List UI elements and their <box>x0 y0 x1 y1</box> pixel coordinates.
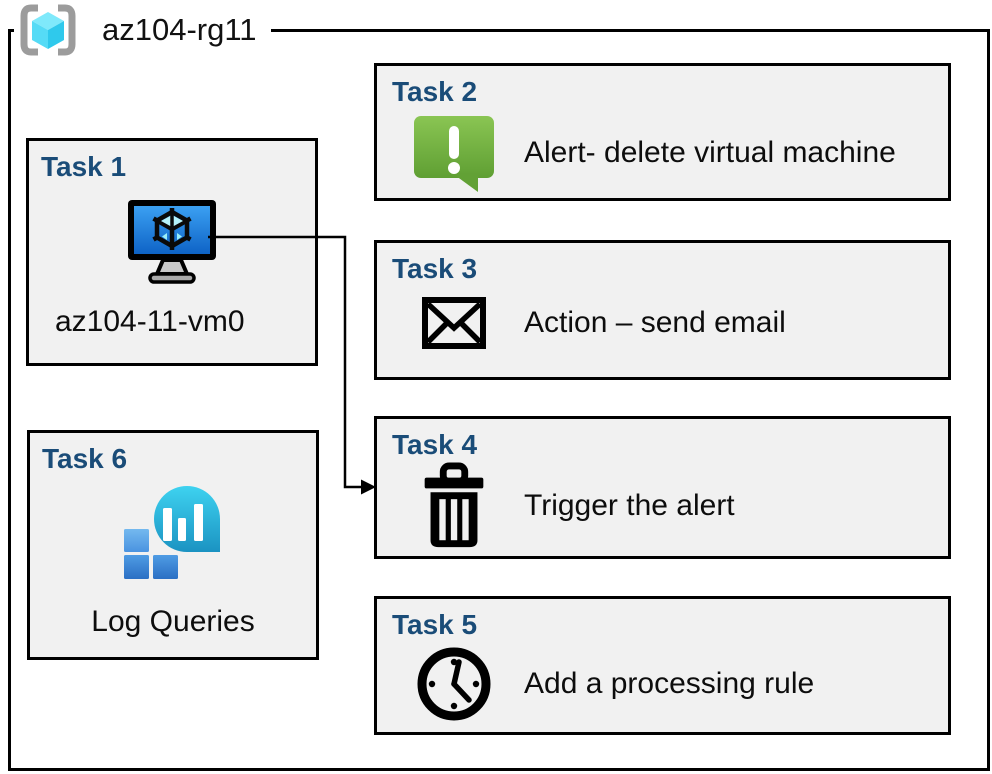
task4-box: Task 4 Trigger the alert <box>374 416 951 559</box>
task5-caption: Add a processing rule <box>524 667 815 700</box>
task4-label: Task 4 <box>392 429 478 460</box>
log-queries-icon <box>123 482 223 582</box>
alert-message-icon <box>411 113 497 193</box>
resource-group-name: az104-rg11 <box>102 12 257 47</box>
task3-caption: Action – send email <box>524 306 786 339</box>
clock-icon <box>411 645 497 723</box>
task3-box: Task 3 Action – send email <box>374 240 951 380</box>
task1-label: Task 1 <box>41 151 127 182</box>
resource-group-icon <box>16 2 80 58</box>
email-envelope-icon <box>411 297 497 349</box>
task5-box: Task 5 Add a processing rule <box>374 596 951 735</box>
task1-box: Task 1 <box>26 138 318 366</box>
task3-label: Task 3 <box>392 253 478 284</box>
task2-label: Task 2 <box>392 76 478 107</box>
task1-caption: az104-11-vm0 <box>55 305 245 338</box>
task5-label: Task 5 <box>392 609 478 640</box>
task6-caption: Log Queries <box>91 605 255 638</box>
virtual-machine-icon <box>126 198 218 284</box>
resource-group-header: az104-rg11 <box>14 1 271 59</box>
trash-icon <box>411 462 497 550</box>
task2-caption: Alert- delete virtual machine <box>524 136 896 169</box>
task2-box: Task 2 Alert- delete virtual machine <box>374 63 951 201</box>
task6-box: Task 6 <box>27 430 319 660</box>
task6-label: Task 6 <box>42 443 128 474</box>
task4-caption: Trigger the alert <box>524 489 735 522</box>
